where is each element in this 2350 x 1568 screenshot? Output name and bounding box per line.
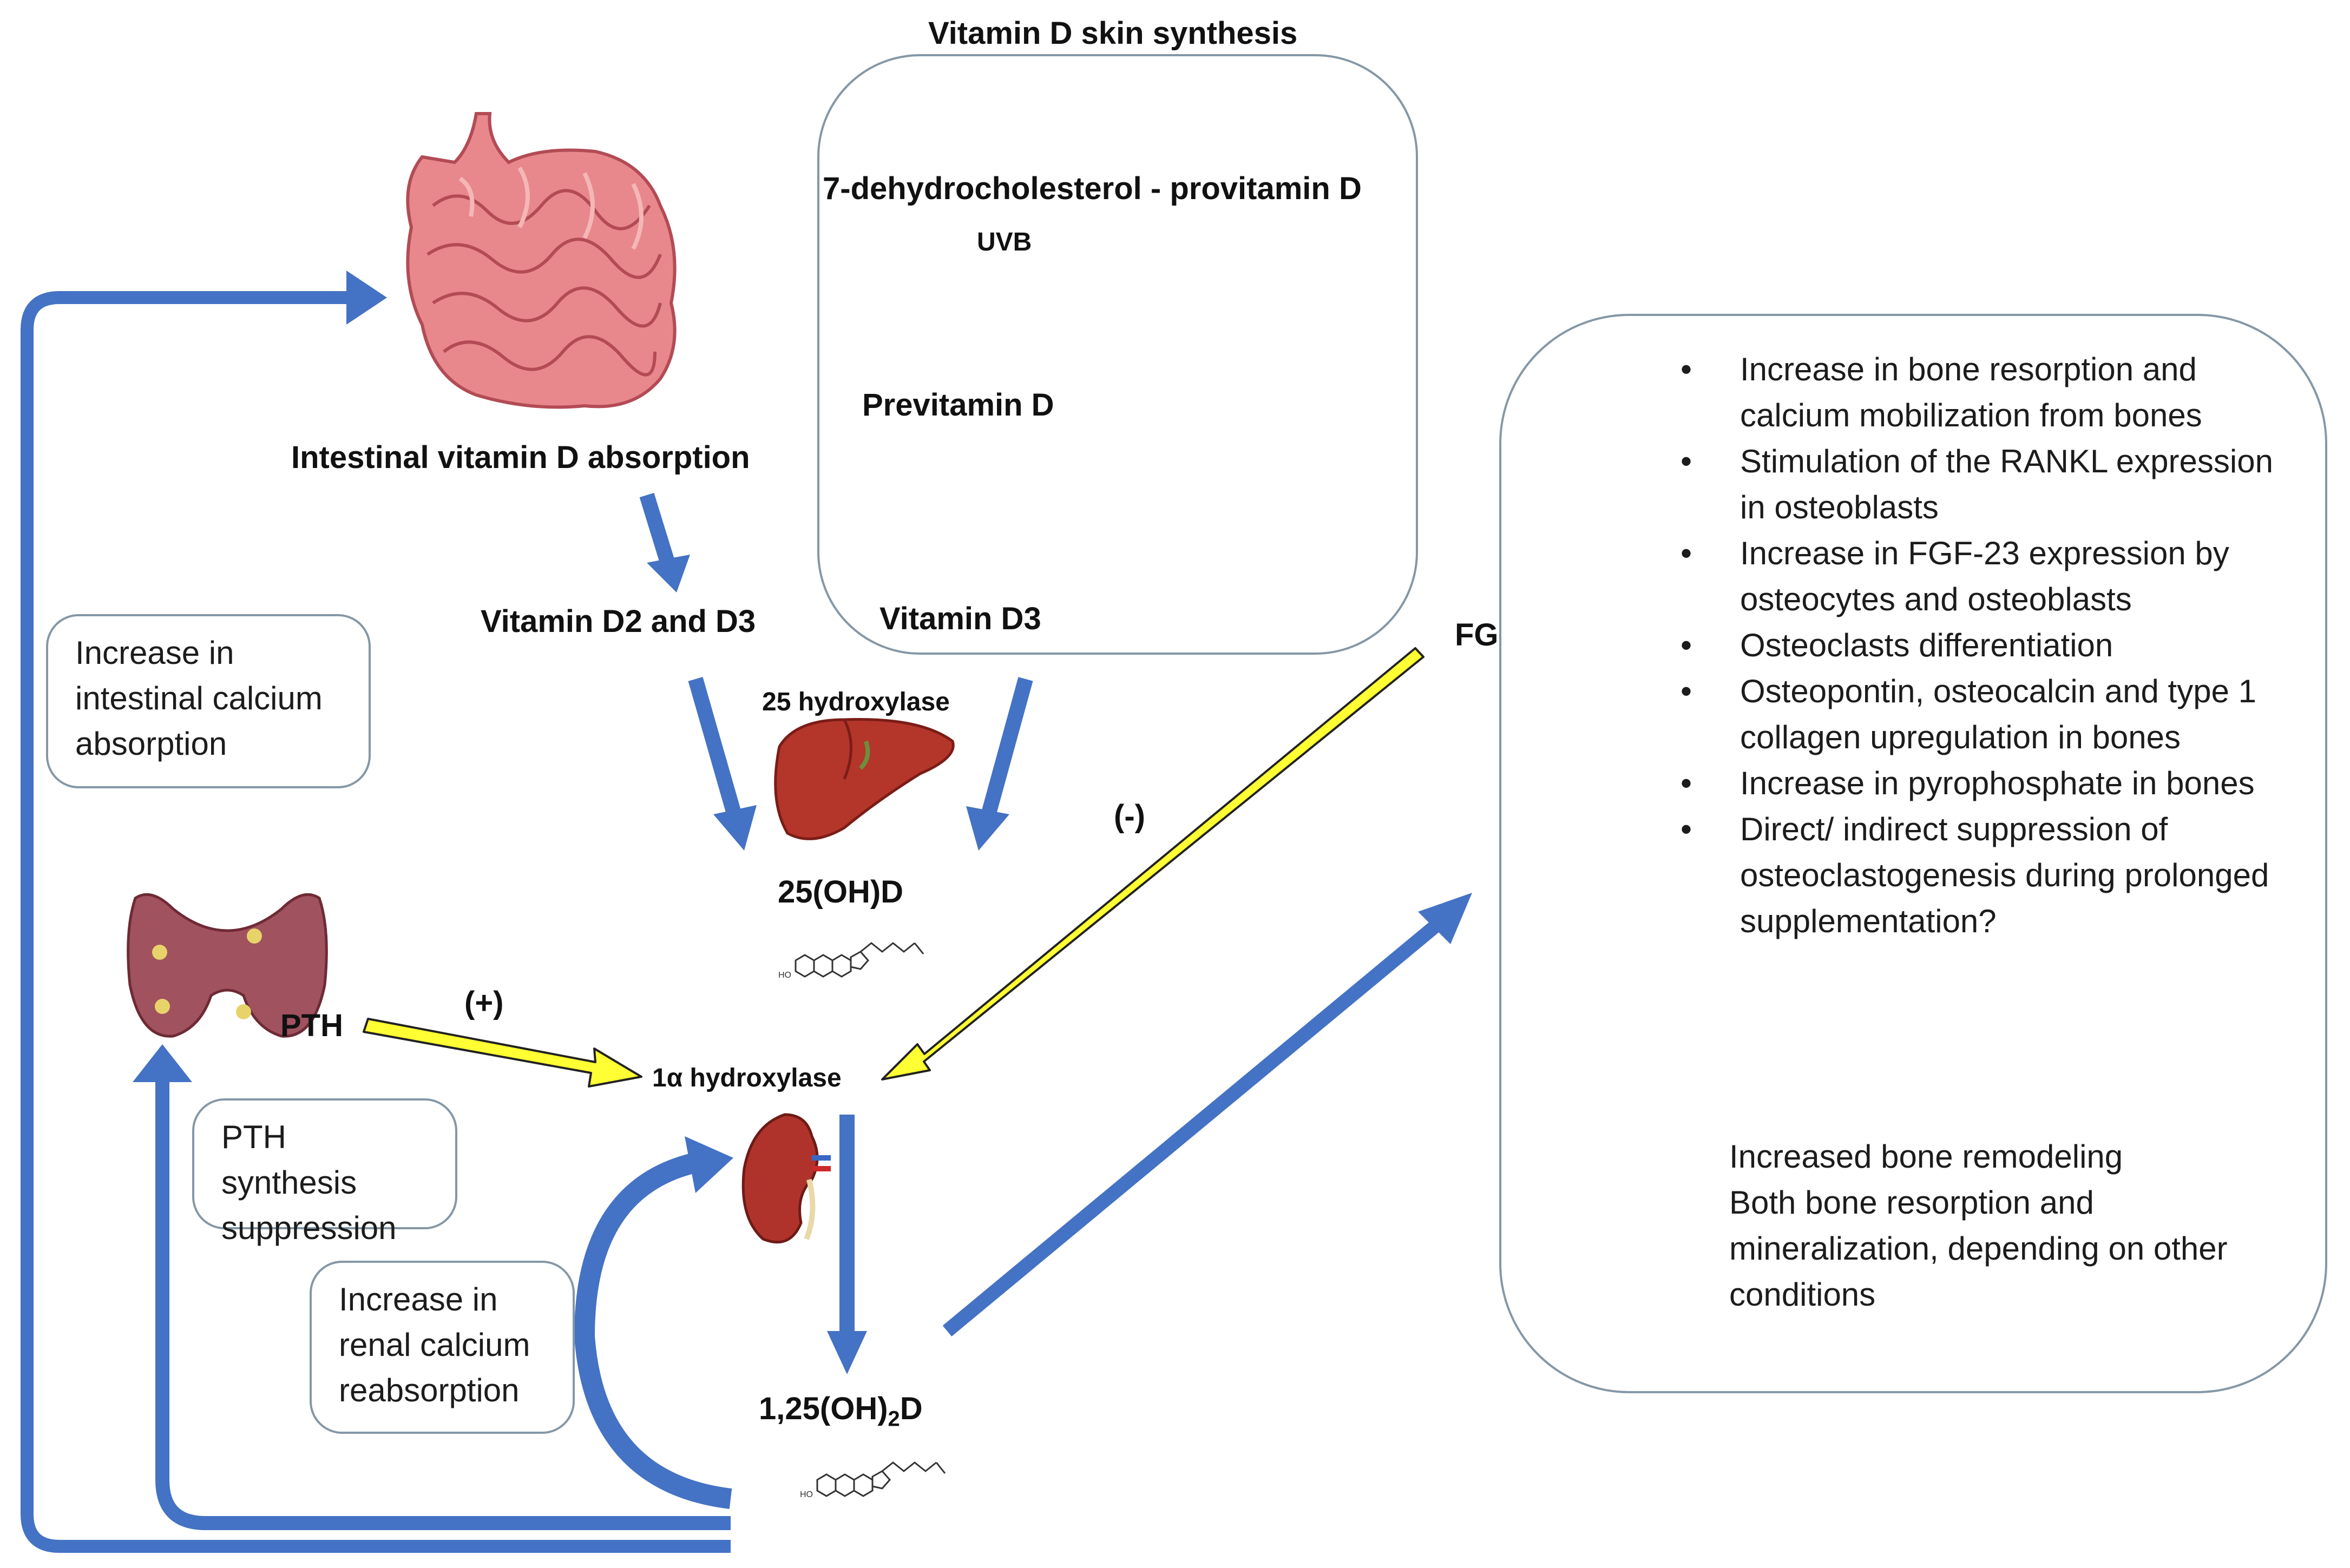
arrow-to-thyroid xyxy=(133,1044,731,1530)
bone-effect-item: Increase in FGF-23 expression by osteocy… xyxy=(1681,530,2287,622)
arrow-vitamins-to-25ohd xyxy=(688,677,757,851)
intestine-icon xyxy=(406,112,677,409)
bone-outcome-line: Both bone resorption and mineralization,… xyxy=(1729,1184,2228,1313)
bone-effect-item: Osteoclasts differentiation xyxy=(1681,622,2287,668)
pth-suppression-note: PTH synthesis suppression xyxy=(192,1098,457,1246)
provitamin-d-label: 7-dehydrocholesterol - provitamin D xyxy=(823,171,1362,206)
skin-synthesis-title: Vitamin D skin synthesis xyxy=(928,16,1298,51)
molecule-structure-icon xyxy=(799,1461,946,1500)
intestinal-absorption-label: Intestinal vitamin D absorption xyxy=(291,440,750,475)
fgf23-inhibition-sign: (-) xyxy=(1114,799,1145,834)
calcitriol-label: 1,25(OH)2D xyxy=(759,1391,923,1432)
arrow-pth-to-hydroxylase xyxy=(363,1018,642,1088)
arrow-intestine-to-vitamins xyxy=(639,492,690,592)
bone-outcome: Increased bone remodeling Both bone reso… xyxy=(1729,1134,2303,1317)
pth-stimulation-sign: (+) xyxy=(464,985,504,1020)
arrow-to-kidney xyxy=(574,1136,733,1509)
calcitriol-label-main: 1,25(OH) xyxy=(759,1391,888,1426)
bone-effect-item: Osteopontin, osteocalcin and type 1 coll… xyxy=(1681,668,2287,760)
molecule-structure-icon xyxy=(777,942,924,981)
25-hydroxylase-label: 25 hydroxylase xyxy=(762,688,950,716)
liver-icon xyxy=(774,718,955,840)
bone-effect-item: Direct/ indirect suppression of osteocla… xyxy=(1681,806,2287,944)
thyroid-icon xyxy=(127,893,328,1038)
skin-synthesis-panel xyxy=(817,54,1418,655)
vitamin-d3-label: Vitamin D3 xyxy=(879,601,1041,636)
arrow-calcitriol-to-bone xyxy=(942,893,1472,1337)
arrow-fgf23-to-hydroxylase xyxy=(881,647,1425,1081)
bone-outcome-line: Increased bone remodeling xyxy=(1729,1138,2123,1175)
renal-calcium-note: Increase in renal calcium reabsorption xyxy=(310,1261,575,1434)
bone-effect-item: Increase in pyrophosphate in bones xyxy=(1681,760,2287,806)
calcitriol-label-end: D xyxy=(900,1391,923,1426)
pth-label: PTH xyxy=(280,1008,343,1043)
bone-effects-list: Increase in bone resorption and calcium … xyxy=(1681,346,2287,944)
calcitriol-label-sub: 2 xyxy=(888,1407,900,1431)
1-alpha-hydroxylase-label: 1α hydroxylase xyxy=(652,1064,842,1092)
25ohd-label: 25(OH)D xyxy=(778,874,904,910)
kidney-icon xyxy=(741,1113,831,1244)
intestinal-calcium-note: Increase in intestinal calcium absorptio… xyxy=(46,614,371,788)
arrow-kidney-to-calcitriol xyxy=(827,1115,867,1374)
uvb-label: UVB xyxy=(977,228,1032,256)
vitamin-d2-d3-label: Vitamin D2 and D3 xyxy=(481,604,756,639)
arrow-d3-to-25ohd xyxy=(966,677,1033,851)
previtamin-d-label: Previtamin D xyxy=(862,387,1054,423)
arrow-to-intestine xyxy=(21,271,731,1553)
bone-effect-item: Stimulation of the RANKL expression in o… xyxy=(1681,438,2287,530)
bone-effect-item: Increase in bone resorption and calcium … xyxy=(1681,346,2287,438)
